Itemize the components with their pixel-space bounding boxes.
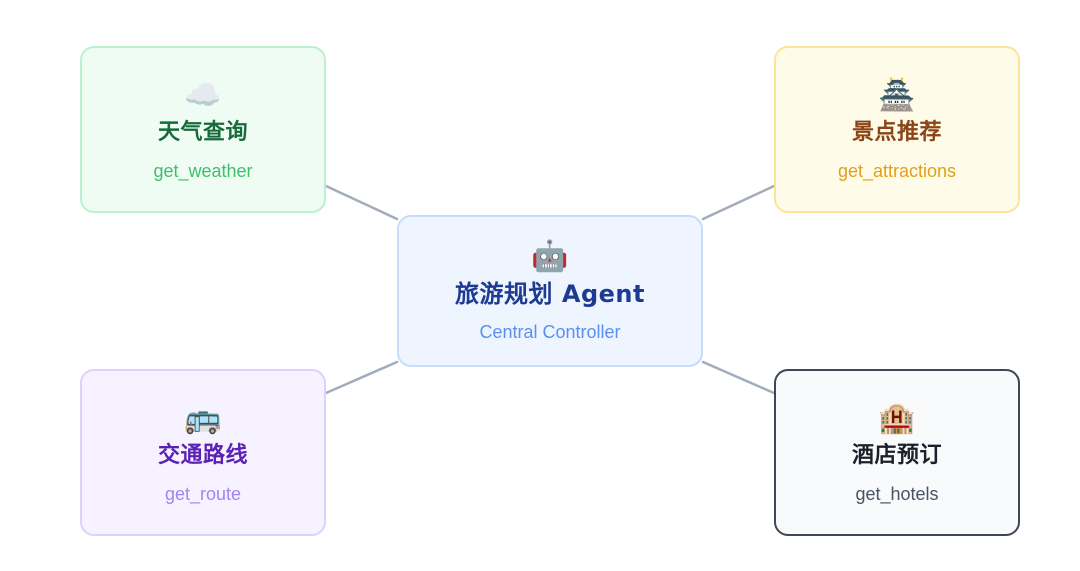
connector-hotels [701, 360, 776, 395]
tool-function-name: get_attractions [837, 160, 957, 181]
agent-title: 旅游规划 Agent [455, 280, 645, 308]
tool-title: 交通路线 [157, 442, 248, 468]
tool-title: 景点推荐 [851, 119, 942, 145]
connector-attractions [701, 184, 776, 221]
castle-icon: 🏯 [878, 77, 916, 113]
tool-node-weather[interactable]: ☁️ 天气查询 get_weather [80, 46, 326, 213]
connector-route [324, 360, 399, 395]
tool-title: 酒店预订 [851, 442, 942, 468]
tool-title: 天气查询 [157, 119, 248, 145]
tool-function-name: get_hotels [855, 483, 939, 504]
cloud-icon: ☁️ [184, 77, 222, 113]
tool-node-attractions[interactable]: 🏯 景点推荐 get_attractions [774, 46, 1020, 213]
agent-center-node[interactable]: 🤖 旅游规划 Agent Central Controller [397, 215, 703, 367]
tool-function-name: get_route [164, 483, 242, 504]
hotel-icon: 🏨 [878, 400, 916, 436]
tool-function-name: get_weather [153, 160, 253, 181]
agent-subtitle: Central Controller [479, 322, 621, 342]
tool-node-hotels[interactable]: 🏨 酒店预订 get_hotels [774, 369, 1020, 536]
connector-weather [324, 184, 399, 221]
bus-icon: 🚌 [184, 400, 222, 436]
robot-icon: 🤖 [531, 239, 569, 274]
tool-node-route[interactable]: 🚌 交通路线 get_route [80, 369, 326, 536]
